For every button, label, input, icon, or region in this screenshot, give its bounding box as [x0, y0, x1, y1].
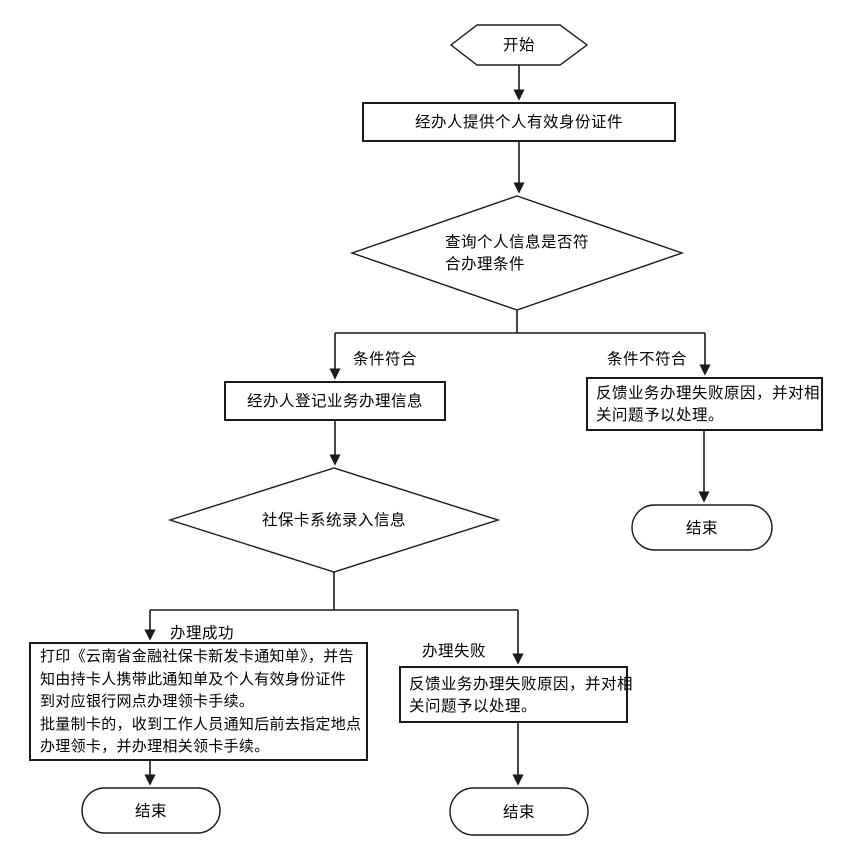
end-right-label: 结束	[685, 518, 718, 537]
end-right-terminator-shape	[631, 504, 773, 551]
start-label: 开始	[502, 36, 535, 54]
print-notice-node: 打印《云南省金融社保卡新发卡通知单》，并告 知由持卡人携带此通知单及个人有效身份…	[32, 645, 365, 758]
provide-id-label: 经办人提供个人有效身份证件	[414, 113, 623, 131]
feedback-fail-bottom-node: 反馈业务办理失败原因，并对相 关问题予以处理。	[400, 667, 633, 722]
card-system-diamond-shape	[167, 467, 501, 573]
eligibility-diamond-shape	[349, 195, 685, 311]
end-left-terminator-shape	[81, 787, 221, 834]
print-notice-box-shape	[29, 642, 368, 761]
register-info-label: 经办人登记业务办理信息	[246, 392, 423, 410]
feedback-fail-top-node: 反馈业务办理失败原因，并对相 关问题予以处理。	[587, 378, 822, 430]
feedback-fail-bottom-line: 关问题予以处理。	[409, 696, 538, 715]
start-node: 开始	[451, 25, 587, 65]
condition-not-met-label: 条件不符合	[607, 350, 688, 368]
provide-id-box-shape	[362, 102, 676, 142]
end-terminator-left: 结束	[82, 788, 220, 833]
print-notice-line: 知由持卡人携带此通知单及个人有效身份证件	[40, 669, 347, 688]
eligibility-decision-line: 查询个人信息是否符	[444, 233, 589, 251]
condition-met-label: 条件符合	[353, 350, 418, 368]
end-left-label: 结束	[134, 801, 167, 820]
eligibility-decision-line: 合办理条件	[444, 255, 525, 273]
edge-check-branch-rail	[335, 310, 705, 334]
register-info-box-shape	[224, 381, 446, 421]
feedback-fail-top-line: 关问题予以处理。	[596, 406, 725, 424]
end-bottom-label: 结束	[502, 802, 535, 821]
card-system-decision-node: 社保卡系统录入信息	[170, 468, 498, 572]
end-terminator-right: 结束	[632, 505, 772, 550]
register-info-node: 经办人登记业务办理信息	[225, 382, 445, 420]
end-bottom-terminator-shape	[449, 787, 589, 836]
process-success-label: 办理成功	[170, 624, 235, 642]
print-notice-line: 到对应银行网点办理领卡手续。	[40, 692, 255, 711]
feedback-fail-bottom-box-shape	[399, 666, 628, 723]
eligibility-decision-text: 查询个人信息是否符 合办理条件	[445, 231, 589, 275]
print-notice-line: 打印《云南省金融社保卡新发卡通知单》，并告	[40, 647, 354, 666]
print-notice-line: 办理领卡，并办理相关领卡手续。	[40, 737, 270, 756]
connectors	[144, 65, 711, 786]
end-terminator-bottom: 结束	[450, 788, 588, 835]
feedback-fail-bottom-line: 反馈业务办理失败原因，并对相	[409, 674, 634, 693]
print-notice-line: 批量制卡的，收到工作人员通知后前去指定地点	[40, 714, 362, 733]
feedback-fail-top-line: 反馈业务办理失败原因，并对相	[596, 384, 821, 402]
start-hexagon-shape	[449, 24, 589, 66]
eligibility-decision-node: 查询个人信息是否符 合办理条件	[352, 196, 682, 310]
process-failure-label: 办理失败	[422, 642, 487, 660]
feedback-fail-top-box-shape	[586, 377, 823, 431]
provide-id-node: 经办人提供个人有效身份证件	[363, 103, 675, 141]
edge-entry-branch-rail	[150, 572, 518, 611]
card-system-label: 社保卡系统录入信息	[261, 511, 406, 529]
